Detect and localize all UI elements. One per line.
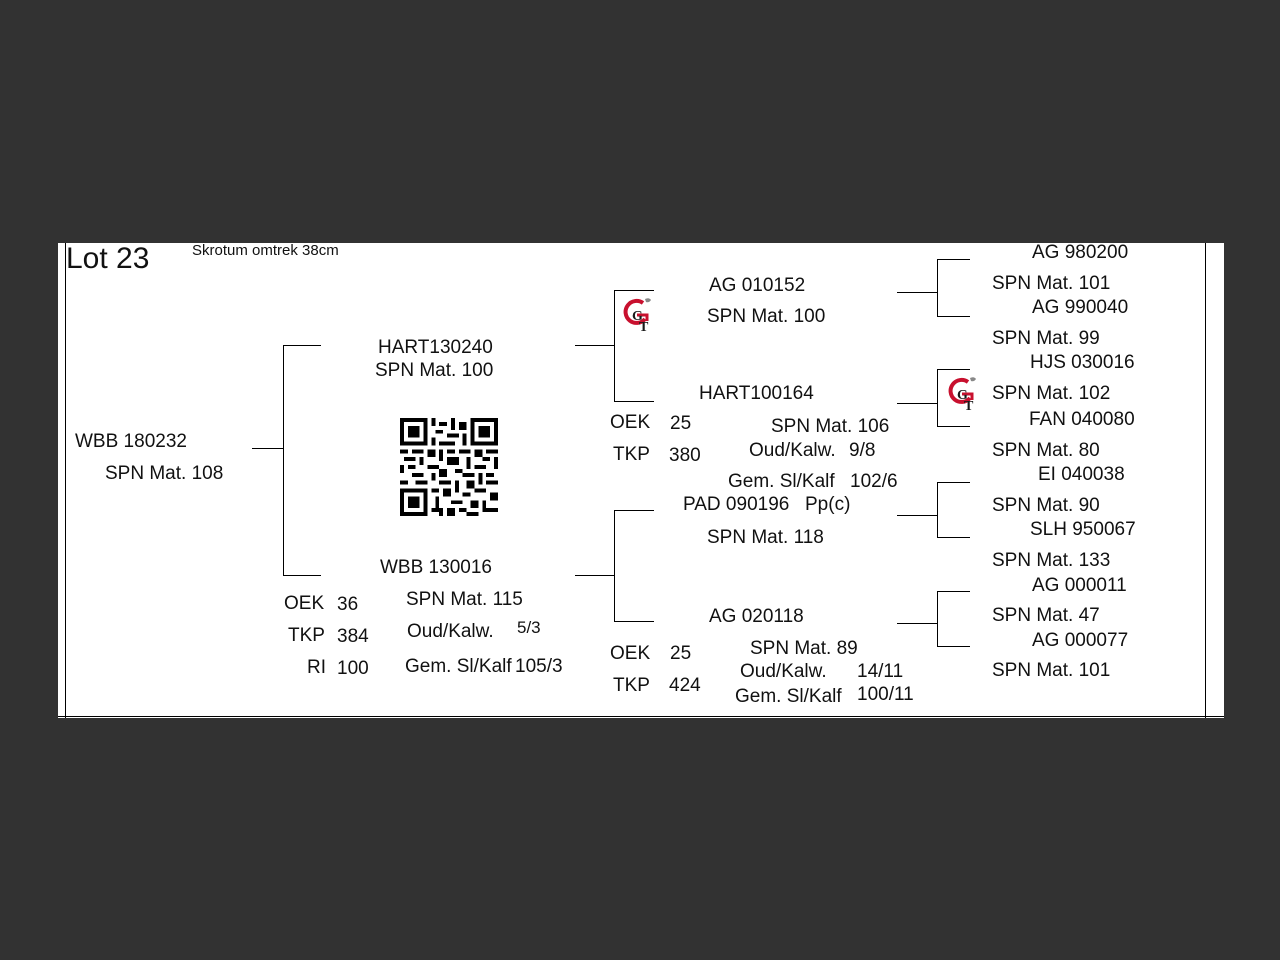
- sire-dam-stat-value: 380: [669, 445, 701, 466]
- dam-calving-value: 5/3: [517, 618, 541, 637]
- animal-id: WBB 180232: [75, 431, 187, 452]
- connector: [614, 510, 654, 511]
- dam-stat-label: TKP: [288, 625, 325, 646]
- svg-text:G: G: [957, 388, 968, 403]
- dam-sire-id: PAD 090196: [683, 494, 790, 515]
- ggp-id: EI 040038: [1038, 464, 1125, 485]
- sire-spn: SPN Mat. 100: [375, 360, 494, 381]
- sire-dam-spn: SPN Mat. 106: [771, 416, 890, 437]
- sire-sire-spn: SPN Mat. 100: [707, 306, 826, 327]
- sire-dam-id: HART100164: [699, 383, 814, 404]
- dam-sire-spn: SPN Mat. 118: [707, 527, 824, 548]
- dam-gem-label: Gem. Sl/Kalf: [405, 656, 512, 677]
- connector: [937, 426, 970, 427]
- connector: [937, 482, 938, 538]
- ggp-id: AG 000011: [1032, 575, 1127, 596]
- dam-dam-gem-label: Gem. Sl/Kalf: [735, 686, 842, 707]
- dam-stat-value: 100: [337, 658, 369, 679]
- ggp-id: HJS 030016: [1030, 352, 1135, 373]
- sire-dam-stat-label: OEK: [610, 412, 651, 433]
- dam-gem-value: 105/3: [515, 656, 563, 677]
- connector: [575, 345, 615, 346]
- connector: [614, 510, 615, 622]
- ggp-spn: SPN Mat. 102: [992, 383, 1111, 404]
- sire-sire-id: AG 010152: [709, 275, 806, 296]
- ggp-spn: SPN Mat. 99: [992, 328, 1100, 349]
- dam-dam-id: AG 020118: [709, 606, 804, 627]
- sire-dam-stat-label: TKP: [613, 444, 650, 465]
- connector: [937, 316, 970, 317]
- breeder-logo-icon: G T: [623, 298, 651, 335]
- dam-dam-gem-value: 100/11: [857, 684, 914, 705]
- sire-dam-stat-value: 25: [670, 413, 692, 434]
- connector: [937, 259, 970, 260]
- dam-spn: SPN Mat. 115: [406, 589, 523, 610]
- connector: [897, 292, 938, 293]
- connector: [937, 591, 970, 592]
- dam-dam-stat-label: OEK: [610, 643, 651, 664]
- left-border: [65, 243, 66, 718]
- connector: [614, 621, 654, 622]
- connector: [897, 403, 938, 404]
- ggp-spn: SPN Mat. 101: [992, 660, 1111, 681]
- ggp-id: AG 990040: [1032, 297, 1129, 318]
- sire-dam-gem-label: Gem. Sl/Kalf: [728, 471, 835, 492]
- svg-text:T: T: [964, 399, 974, 414]
- connector: [897, 623, 938, 624]
- ggp-id: SLH 950067: [1030, 519, 1136, 540]
- ggp-spn: SPN Mat. 80: [992, 440, 1100, 461]
- dam-sire-tag: Pp(c): [805, 494, 851, 515]
- ggp-spn: SPN Mat. 90: [992, 495, 1100, 516]
- ggp-id: AG 000077: [1032, 630, 1129, 651]
- ggp-spn: SPN Mat. 101: [992, 273, 1111, 294]
- svg-text:G: G: [632, 309, 643, 324]
- scrotum-note: Skrotum omtrek 38cm: [192, 243, 339, 259]
- ggp-spn: SPN Mat. 47: [992, 605, 1100, 626]
- connector: [937, 591, 938, 647]
- pedigree-sheet: Lot 23 Skrotum omtrek 38cm WBB 180232 SP…: [58, 243, 1224, 718]
- sire-dam-calving-label: Oud/Kalw.: [749, 440, 836, 461]
- lot-number: Lot 23: [66, 243, 150, 275]
- connector: [937, 646, 970, 647]
- animal-spn: SPN Mat. 108: [105, 463, 224, 484]
- dam-stat-label: OEK: [284, 593, 325, 614]
- connector: [283, 575, 321, 576]
- connector: [614, 401, 654, 402]
- connector: [937, 369, 938, 427]
- right-border: [1205, 243, 1206, 718]
- ggp-id: AG 980200: [1032, 243, 1129, 263]
- svg-text:T: T: [639, 320, 649, 335]
- dam-dam-calving-value: 14/11: [857, 661, 904, 682]
- breeder-logo-icon: G T: [948, 377, 976, 414]
- connector: [614, 290, 615, 402]
- connector: [252, 448, 284, 449]
- connector: [937, 369, 970, 370]
- connector: [283, 345, 284, 576]
- dam-dam-stat-label: TKP: [613, 675, 650, 696]
- connector: [937, 482, 970, 483]
- sire-dam-gem-value: 102/6: [850, 471, 898, 492]
- dam-dam-spn: SPN Mat. 89: [750, 638, 858, 659]
- connector: [283, 345, 321, 346]
- bottom-border: [58, 716, 1224, 717]
- dam-dam-stat-value: 25: [670, 643, 692, 664]
- dam-stat-value: 384: [337, 626, 369, 647]
- dam-dam-stat-value: 424: [669, 675, 701, 696]
- connector: [614, 290, 654, 291]
- ggp-spn: SPN Mat. 133: [992, 550, 1111, 571]
- dam-stat-label: RI: [307, 657, 326, 678]
- connector: [897, 515, 938, 516]
- connector: [937, 537, 970, 538]
- dam-id: WBB 130016: [380, 557, 492, 578]
- dam-calving-label: Oud/Kalw.: [407, 621, 494, 642]
- qr-code-icon: [400, 418, 498, 516]
- dam-dam-calving-label: Oud/Kalw.: [740, 661, 827, 682]
- sire-id: HART130240: [378, 337, 493, 358]
- dam-stat-value: 36: [337, 594, 359, 615]
- connector: [575, 575, 615, 576]
- ggp-id: FAN 040080: [1029, 409, 1135, 430]
- sire-dam-calving-value: 9/8: [849, 440, 876, 461]
- connector: [937, 259, 938, 317]
